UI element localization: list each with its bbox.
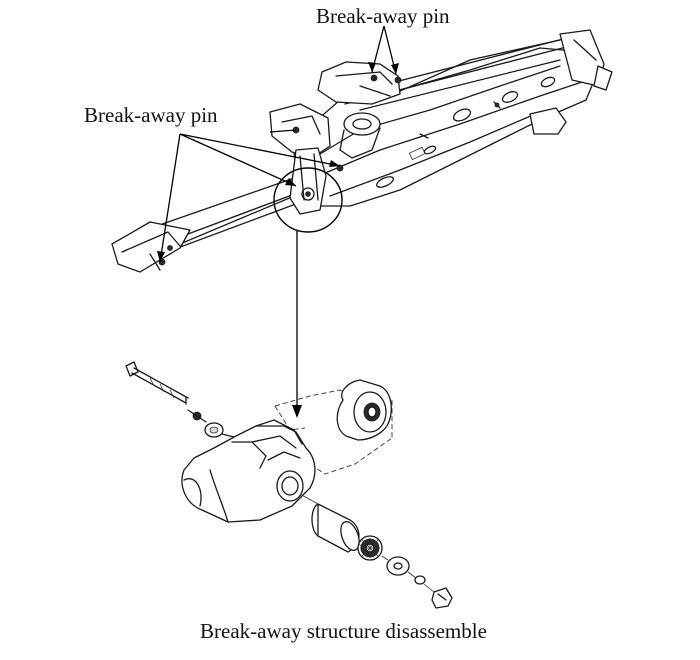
detail-circle (273, 167, 343, 233)
gear-frame-assembly (111, 29, 613, 273)
toothed-washer (357, 535, 383, 561)
break-away-pin-label-left: Break-away pin (84, 103, 218, 127)
pin-leaders (157, 25, 399, 263)
bolt (125, 361, 189, 405)
drag-link (289, 147, 327, 215)
figure-caption: Break-away structure disassemble (200, 619, 487, 643)
roller (336, 379, 392, 441)
nut (431, 587, 453, 609)
dash-outline-top (274, 389, 351, 407)
clevis-assembly (269, 103, 331, 159)
exploded-view (125, 361, 453, 609)
dash-outline-bottom (303, 437, 393, 475)
break-away-pin-label-top: Break-away pin (316, 4, 450, 28)
left-end-fitting (111, 221, 191, 273)
pin-cylinder (311, 503, 360, 553)
detail-callout (273, 167, 343, 418)
top-pin-bracket (317, 61, 401, 105)
washer-right (386, 556, 410, 576)
breakaway-fitting (181, 419, 316, 523)
